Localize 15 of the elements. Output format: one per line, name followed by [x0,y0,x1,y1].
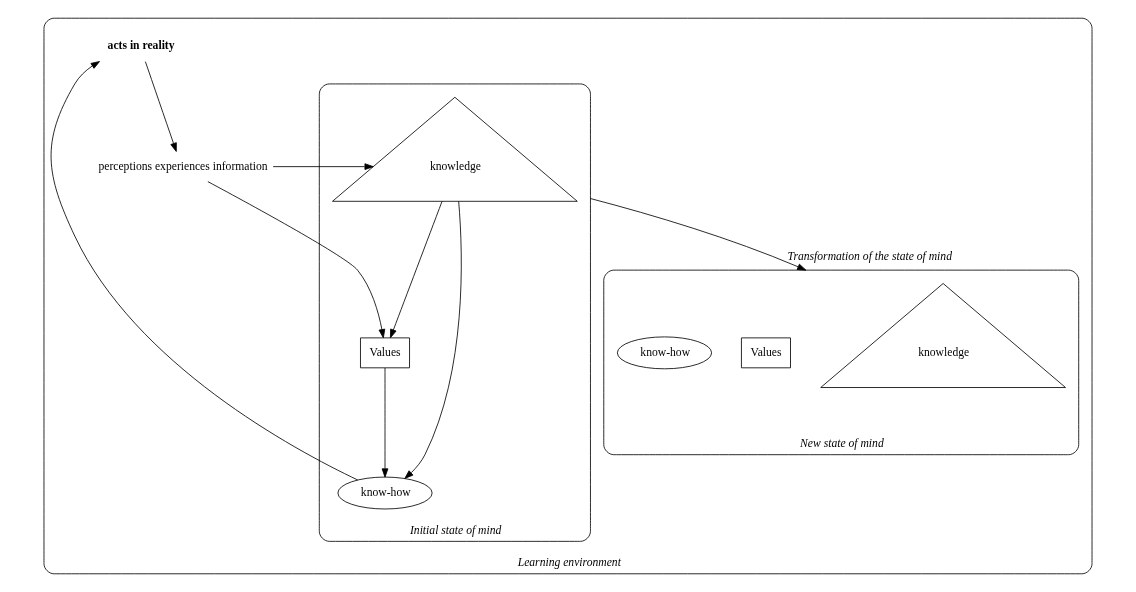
arrow [390,200,443,339]
edge-label: Transformation of the state of mind [787,249,952,263]
node-text: perceptions experiences information [98,159,268,173]
arrow [272,163,374,170]
node-ellipse: know-how [616,336,712,370]
arrow [207,181,386,339]
arrow [590,198,807,271]
node-ellipse: know-how [337,476,433,510]
node-box: Values [360,337,410,369]
arrow [404,201,462,479]
arrow [381,367,389,478]
node-box: Values [741,337,791,369]
arrow [144,61,177,152]
arrow [50,61,359,481]
node-text: acts in reality [107,38,175,52]
